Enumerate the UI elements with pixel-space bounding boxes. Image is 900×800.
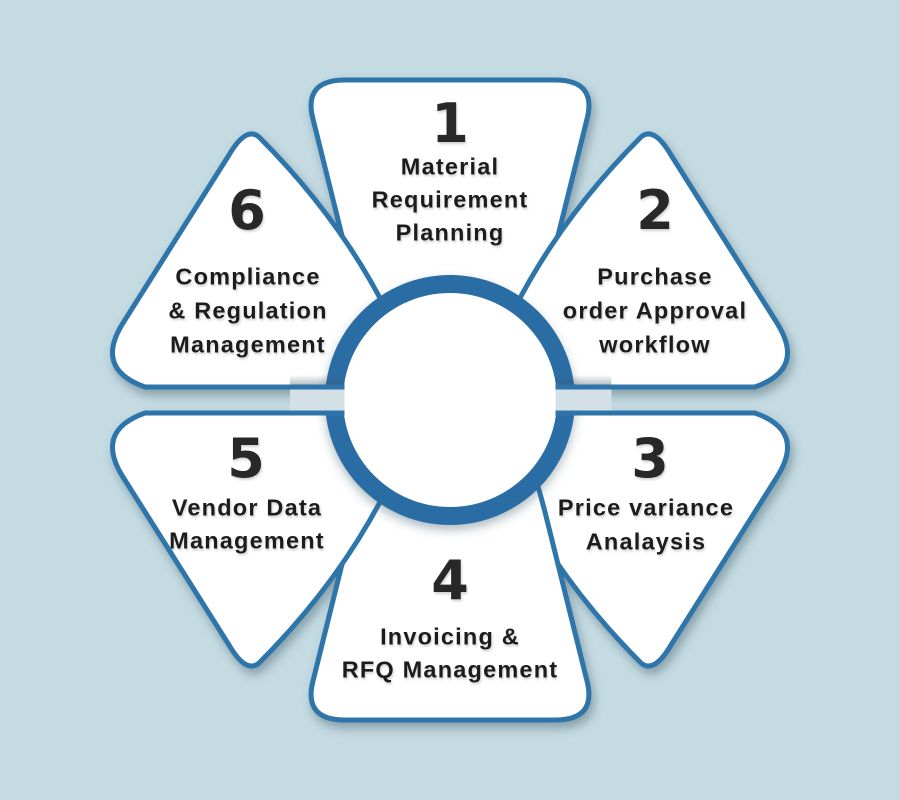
petal-2-label-line-2: order Approval [562,297,748,324]
center-circle [325,275,575,525]
midline-band-left [290,375,345,416]
petal-3-number: 3 [631,427,669,490]
petal-1-label-line-3: Planning [395,219,505,246]
petal-2-label-line-3: workflow [599,331,711,358]
petal-4-label-line-1: Invoicing & [380,623,520,650]
petal-2-label-line-1: Purchase [597,263,713,290]
petal-6-label-line-1: Compliance [175,263,321,290]
petal-6-number: 6 [228,179,266,242]
center-circle-face [343,293,557,507]
petal-1-label-line-2: Requirement [371,186,529,213]
petal-6-label-line-3: Management [170,331,326,358]
petal-1-label-line-1: Material [400,153,500,180]
petal-5-label-line-2: Management [169,527,325,554]
midline-band-right [555,375,612,416]
petal-3-label-line-1: Price variance [557,494,735,521]
petal-4-number: 4 [431,549,469,612]
petal-6-label-line-2: & Regulation [168,297,328,324]
petal-2-number: 2 [636,179,674,242]
petal-5-label-line-1: Vendor Data [171,494,323,521]
petal-5-number: 5 [227,427,265,490]
petal-4-label-line-2: RFQ Management [341,656,559,683]
petal-1-number: 1 [431,92,469,155]
petal-3-label-line-2: Analaysis [585,528,707,555]
